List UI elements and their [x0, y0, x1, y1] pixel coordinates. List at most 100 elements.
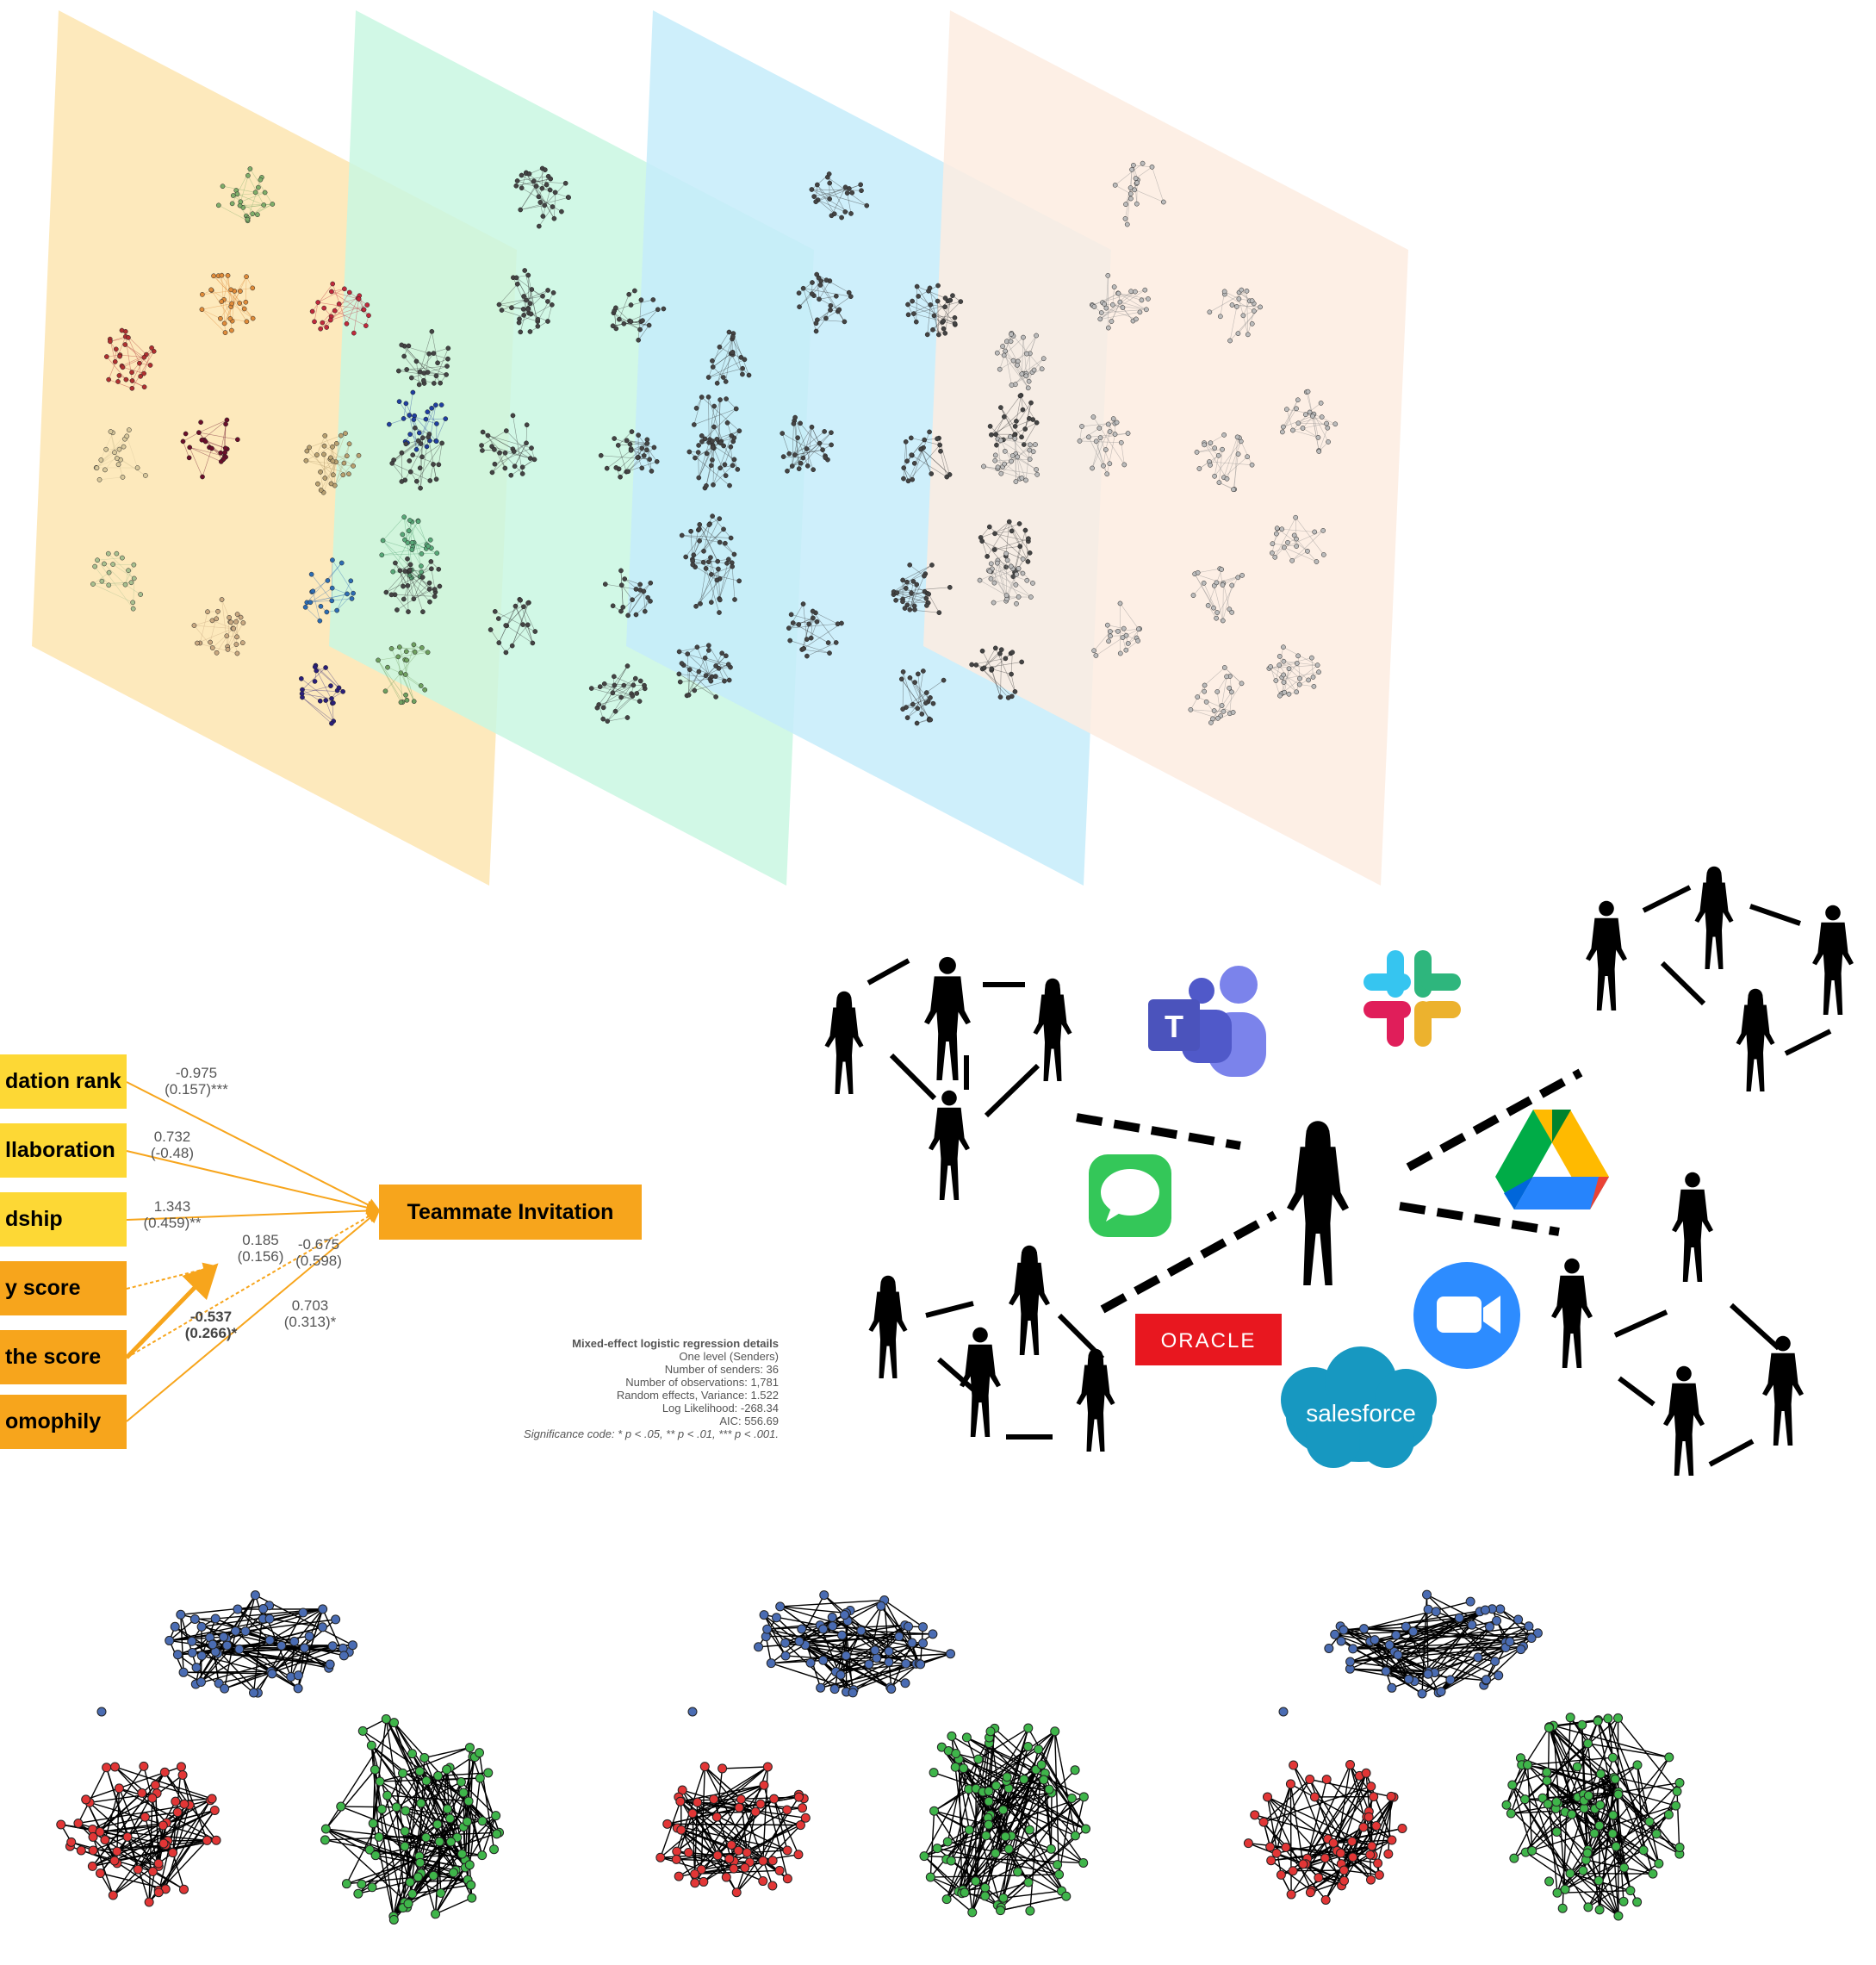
person-icon-15	[1672, 1172, 1713, 1282]
regression-arrow-7	[126, 1209, 381, 1422]
people-network	[824, 866, 1854, 1476]
tie-line-15	[1618, 1376, 1655, 1407]
bottom-networks	[56, 1589, 1685, 1925]
isolated-node	[687, 1707, 698, 1717]
regression-details: Mixed-effect logistic regression details…	[524, 1337, 779, 1440]
details-significance: Significance code: * p < .05, ** p < .01…	[524, 1427, 779, 1440]
layer-1-cluster-3	[309, 281, 371, 336]
regression-arrow-4	[126, 1262, 217, 1290]
person-icon-4	[929, 1090, 970, 1200]
tie-line-4	[889, 1053, 937, 1101]
layer-2-cluster-6	[389, 425, 444, 491]
coef-7-se: (0.313)*	[283, 1314, 337, 1330]
predictor-box-4: y score	[0, 1261, 127, 1315]
coef-4-estimate: 0.185	[242, 1232, 279, 1248]
layer-4-cluster-4	[994, 331, 1047, 391]
coef-7: 0.703 (0.313)*	[276, 1297, 345, 1330]
tie-line-11	[1749, 904, 1801, 926]
isolated-node	[96, 1707, 107, 1717]
directed-network-3	[1243, 1589, 1685, 1921]
layer-2-cluster-14	[588, 663, 648, 724]
regression-arrow-2	[126, 1150, 381, 1215]
coef-6-se: (0.266)*	[184, 1325, 238, 1341]
layer-2-cluster-7	[598, 429, 660, 480]
layer-1-cluster-6	[93, 427, 148, 482]
person-icon-17	[1762, 1335, 1804, 1446]
dashed-tie-3	[1406, 1068, 1583, 1172]
layer-2-cluster-8	[383, 556, 443, 615]
layer-2-cluster-9	[488, 596, 538, 656]
predictor-box-1: dation rank	[0, 1054, 127, 1109]
person-icon-12	[1812, 905, 1854, 1015]
layer-4-cluster-9	[1091, 600, 1143, 658]
slack-icon	[1364, 950, 1461, 1047]
layer-4-cluster-3	[1207, 287, 1263, 344]
person-icon-11	[1694, 866, 1734, 969]
coef-7-estimate: 0.703	[291, 1297, 329, 1314]
salesforce-logo: salesforce	[1281, 1346, 1437, 1468]
coef-3: 1.343 (0.459)**	[134, 1198, 211, 1231]
zoom-icon	[1413, 1262, 1520, 1369]
layer-plane-4	[923, 10, 1408, 886]
coef-2: 0.732 (-0.48)	[138, 1129, 207, 1161]
layer-3-cluster-4	[705, 329, 752, 386]
layer-1-cluster-13	[376, 642, 431, 706]
layer-1-cluster-5	[180, 417, 240, 480]
layer-4-cluster-13	[1266, 644, 1321, 699]
tie-line-7	[937, 1357, 975, 1392]
person-icon-3	[1033, 978, 1072, 1081]
layer-3-cluster-12	[978, 519, 1033, 580]
layer-1-cluster-9	[191, 597, 246, 656]
details-line-2: Number of senders: 36	[664, 1363, 779, 1376]
layer-4-cluster-6	[981, 434, 1040, 484]
layer-4-cluster-14	[1188, 665, 1245, 725]
layer-2-cluster-13	[676, 643, 733, 700]
layer-2-cluster-2	[496, 268, 556, 335]
oracle-logo: ORACLE	[1135, 1314, 1282, 1365]
tie-line-16	[1729, 1303, 1781, 1351]
details-line-4: Random effects, Variance: 1.522	[616, 1389, 779, 1402]
person-icon-6	[1009, 1245, 1050, 1355]
tie-line-8	[1057, 1313, 1105, 1361]
predictor-box-6: omophily	[0, 1395, 127, 1449]
person-icon-5	[868, 1275, 908, 1378]
person-icon-1	[824, 991, 864, 1094]
person-icon-13	[1736, 988, 1775, 1091]
details-title: Mixed-effect logistic regression details	[572, 1337, 779, 1350]
teams-icon: T	[1148, 966, 1266, 1077]
layer-3-cluster-5	[780, 414, 834, 474]
predictor-box-3: dship	[0, 1192, 127, 1247]
layer-3-cluster-14	[898, 668, 947, 726]
layer-2-cluster-10	[602, 568, 654, 619]
dashed-tie-2	[1100, 1210, 1277, 1314]
tie-line-14	[1613, 1309, 1668, 1338]
directed-network-1	[56, 1590, 505, 1925]
oracle-text: ORACLE	[1161, 1329, 1257, 1352]
layer-4-cluster-7	[1194, 432, 1255, 493]
person-icon-8	[1076, 1348, 1115, 1452]
google-drive-icon	[1495, 1110, 1609, 1209]
details-line-3: Number of observations: 1,781	[625, 1376, 779, 1389]
details-line-5: Log Likelihood: -268.34	[662, 1402, 779, 1415]
layer-1-cluster-14	[298, 662, 346, 726]
dashed-tie-4	[1399, 1202, 1560, 1236]
app-logos: T	[1089, 950, 1609, 1468]
coef-5-se: (0.598)	[295, 1253, 342, 1269]
layer-2-cluster-4	[395, 328, 451, 388]
teams-letter: T	[1165, 1009, 1183, 1044]
layer-2-cluster-11	[691, 394, 742, 457]
layer-1-cluster-7	[303, 431, 362, 495]
person-icon-9	[1287, 1121, 1349, 1285]
layer-1-cluster-4	[103, 327, 157, 391]
layer-4-cluster-10	[1190, 566, 1245, 624]
layer-4-cluster-8	[977, 550, 1035, 606]
layer-3-cluster-6	[686, 432, 741, 491]
layer-4-cluster-12	[1270, 514, 1326, 564]
regression-arrows	[125, 1081, 381, 1422]
regression-arrow-1	[126, 1081, 381, 1211]
messages-icon	[1089, 1154, 1171, 1237]
layer-3-cluster-13	[969, 645, 1025, 700]
dashed-tie-1	[1076, 1113, 1241, 1150]
coef-6-estimate: -0.537	[189, 1309, 233, 1325]
